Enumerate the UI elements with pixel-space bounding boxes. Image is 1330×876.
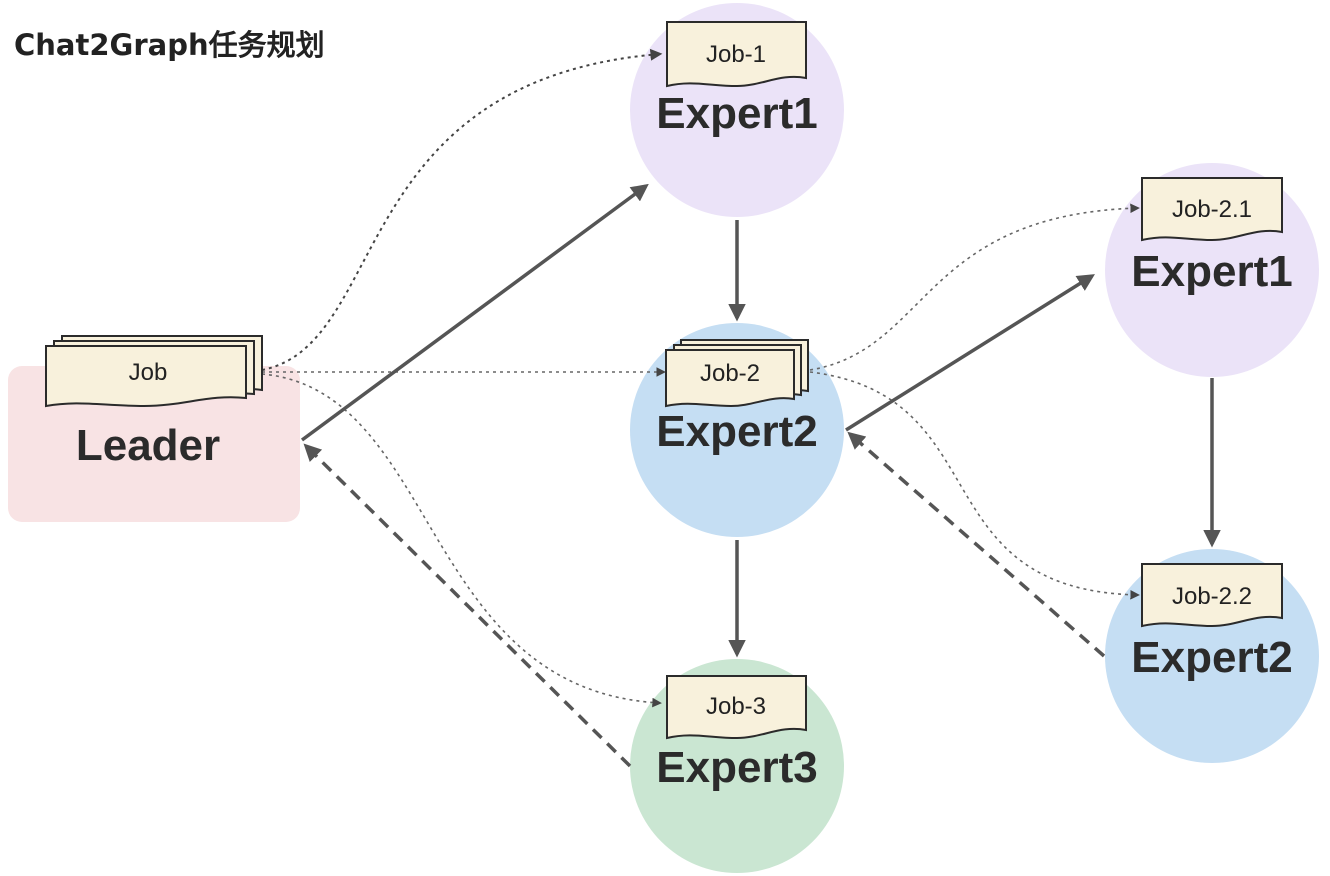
expert1-sub-label: Expert1 bbox=[1131, 247, 1292, 296]
job1-label: Job-1 bbox=[706, 41, 766, 68]
expert2-main-label: Expert2 bbox=[656, 407, 817, 456]
dispatch-arrow-job22 bbox=[809, 371, 1140, 600]
sub-expert2-return-arrow bbox=[847, 431, 1106, 658]
dispatch-arrow-job21 bbox=[809, 203, 1140, 371]
job3-doc: Job-3 bbox=[666, 675, 807, 740]
leader-box bbox=[8, 366, 300, 522]
leader-label: Leader bbox=[76, 421, 220, 470]
job3-label: Job-3 bbox=[706, 693, 766, 720]
expert3-return-arrow bbox=[303, 443, 632, 768]
expert1-main-label: Expert1 bbox=[656, 89, 817, 138]
leader-node: Leader bbox=[8, 366, 300, 522]
expert2-to-sub-expert1-arrow bbox=[845, 274, 1095, 432]
leader-job-doc: Job bbox=[45, 335, 263, 408]
job2-doc: Job-2 bbox=[665, 339, 809, 408]
job1-doc: Job-1 bbox=[666, 21, 807, 88]
diagram-title: Chat2Graph任务规划 bbox=[14, 28, 325, 62]
leader-to-expert1-arrow bbox=[300, 183, 649, 442]
job22-doc: Job-2.2 bbox=[1141, 563, 1283, 628]
expert3-main-label: Expert3 bbox=[656, 743, 817, 792]
job2-label: Job-2 bbox=[700, 360, 760, 387]
expert2-sub-label: Expert2 bbox=[1131, 633, 1292, 682]
job21-label: Job-2.1 bbox=[1172, 196, 1252, 223]
dispatch-arrow-job3 bbox=[261, 373, 662, 708]
job22-label: Job-2.2 bbox=[1172, 583, 1252, 610]
dispatch-arrow-job1 bbox=[261, 48, 663, 371]
job21-doc: Job-2.1 bbox=[1141, 177, 1283, 242]
leader-job-label: Job bbox=[129, 359, 168, 386]
